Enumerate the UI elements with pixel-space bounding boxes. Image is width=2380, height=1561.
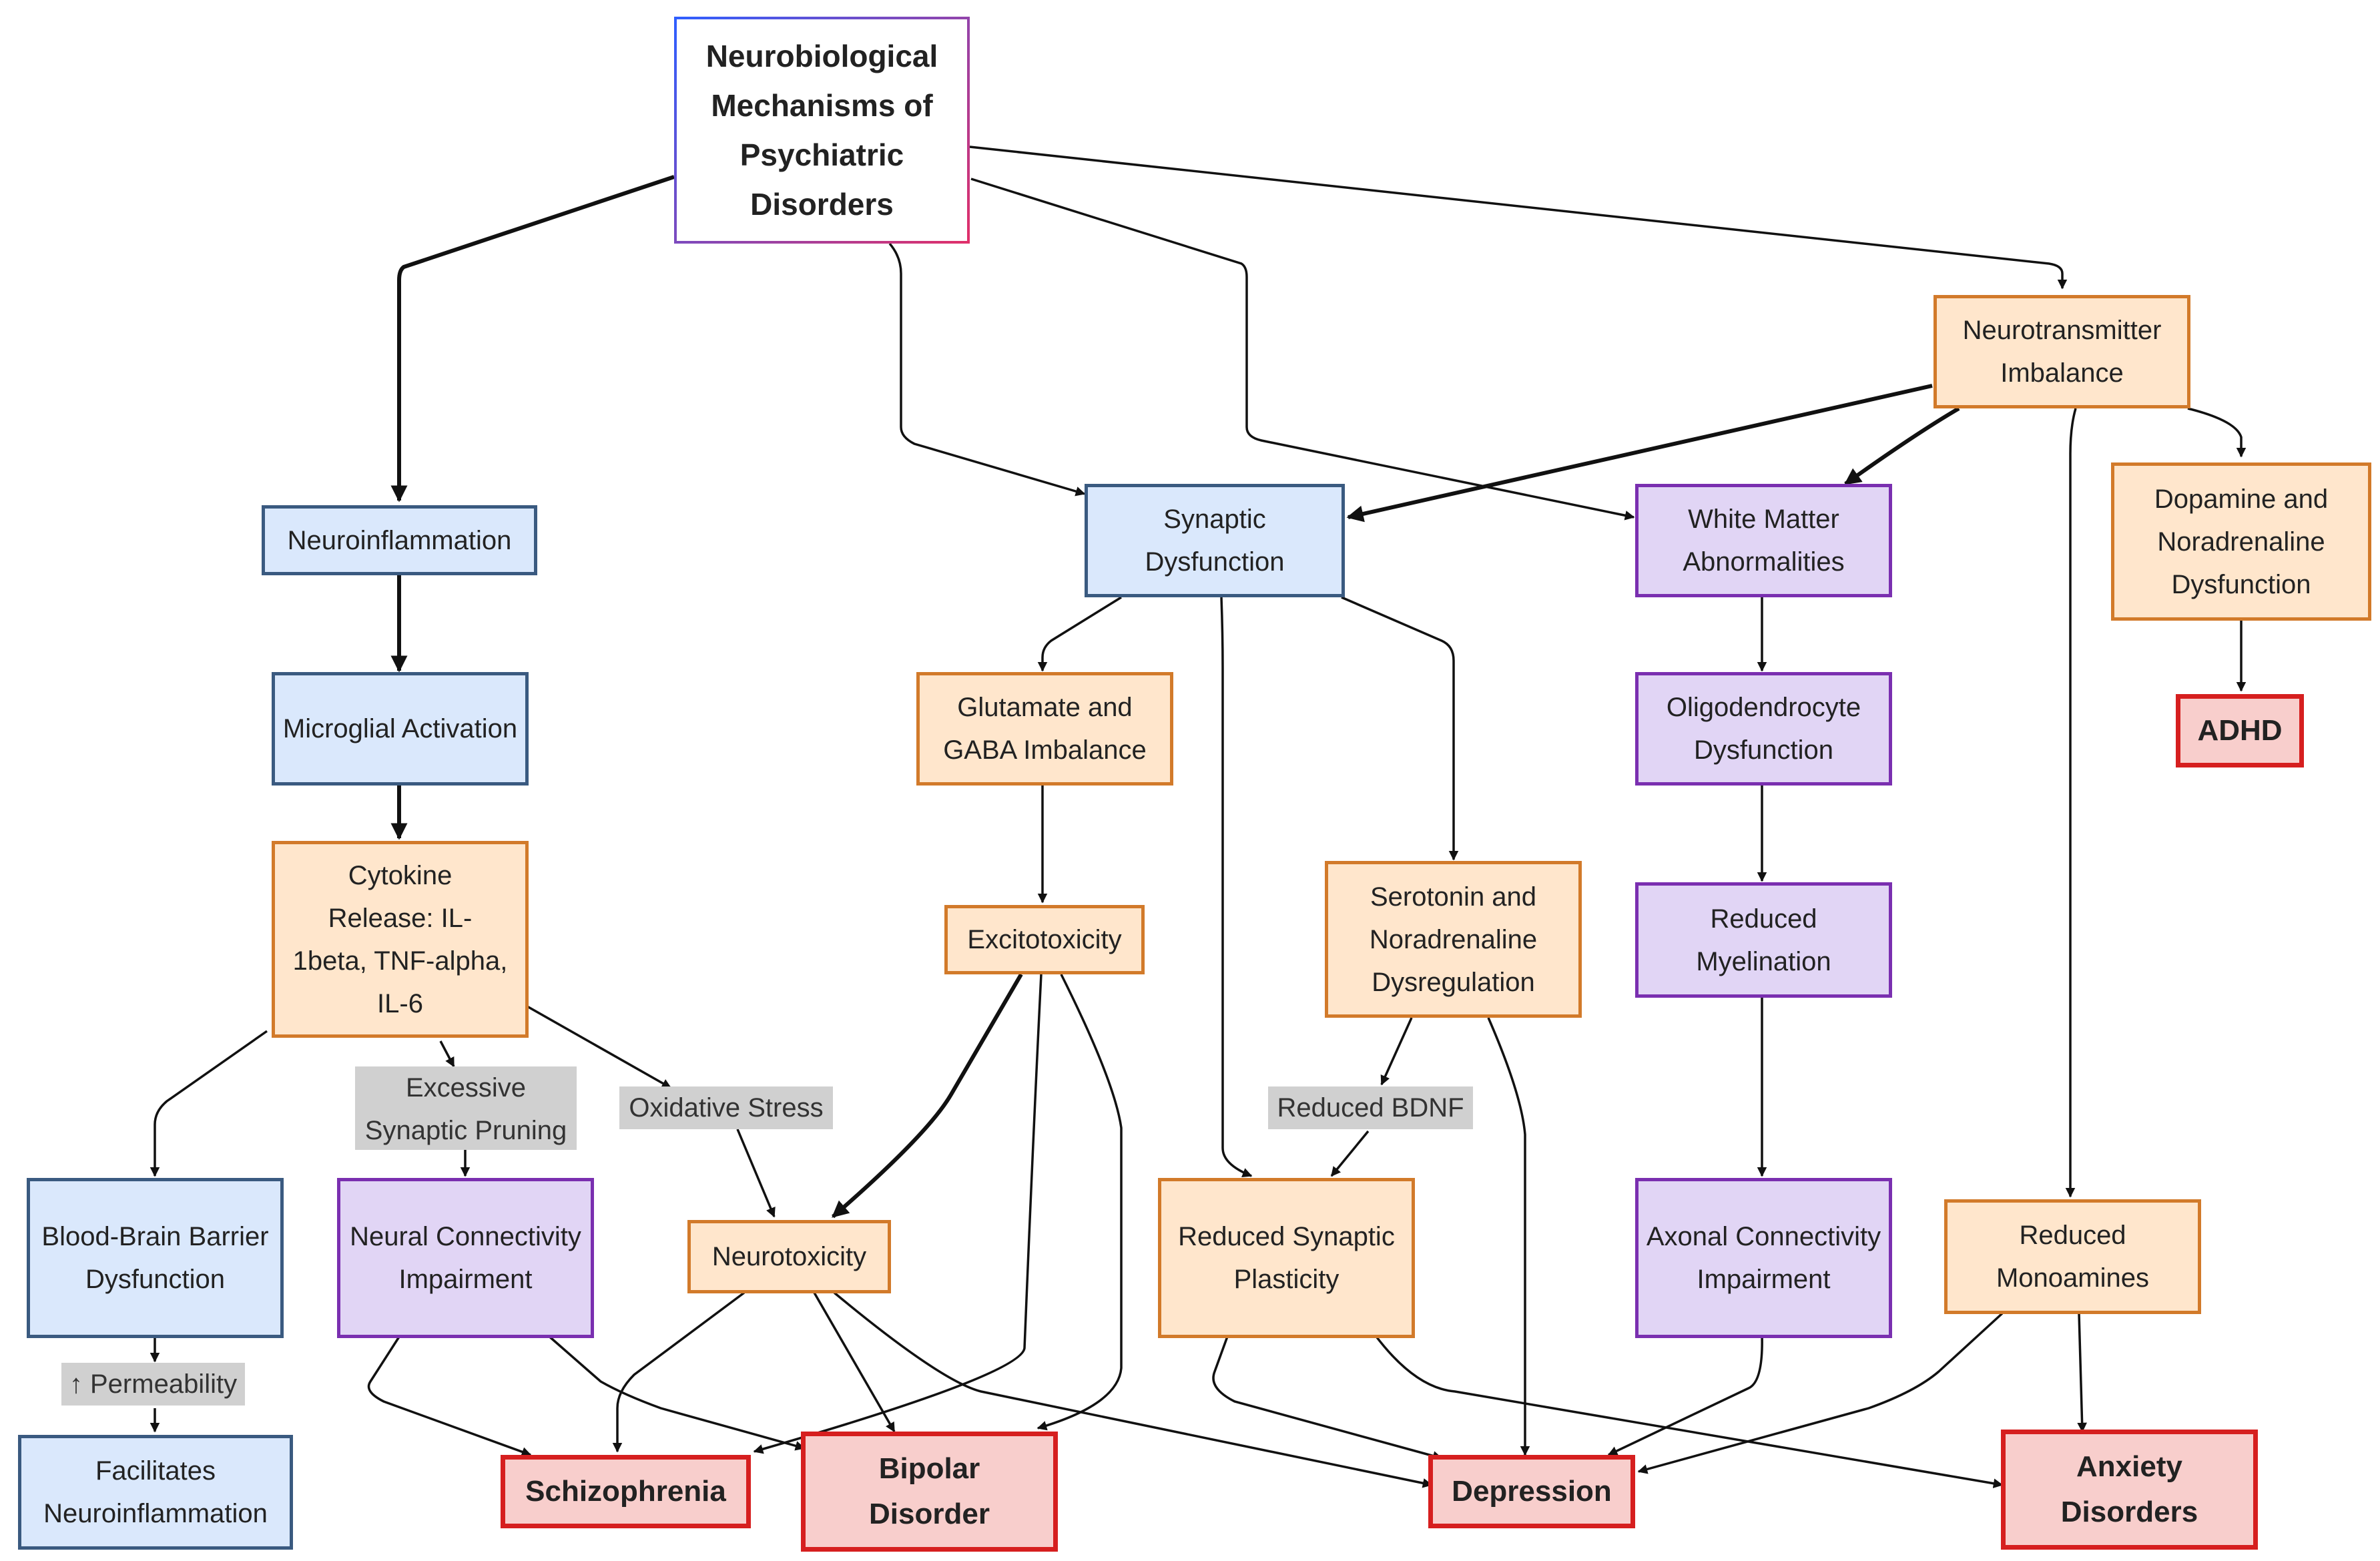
facilitates-neuroinflammation-node[interactable]: Facilitates Neuroinflammation [18, 1435, 293, 1550]
edge-cytokine-oxidative [527, 1005, 672, 1089]
edge-root-synaptic [888, 242, 1086, 497]
edge-neurotoxicity-schizophrenia [612, 1291, 746, 1453]
white-matter-node[interactable]: White Matter Abnormalities [1635, 484, 1892, 597]
edge-label-permeability: ↑ Permeability [61, 1363, 245, 1406]
depression-label: Depression [1452, 1475, 1612, 1508]
edge-neurotransmitter-synaptic [1346, 384, 1933, 523]
edge-neuralconn-bipolar [546, 1333, 806, 1451]
root-node[interactable]: Neurobiological Mechanisms of Psychiatri… [674, 17, 970, 244]
edge-synaptic-plasticity [1220, 597, 1253, 1177]
microglial-activation-label: Microglial Activation [282, 714, 518, 743]
neurotoxicity-node[interactable]: Neurotoxicity [687, 1220, 891, 1293]
oligodendrocyte-node[interactable]: Oligodendrocyte Dysfunction [1635, 672, 1892, 786]
edge-root-neuroinflammation [390, 175, 675, 503]
edge-cytokine-pruning [439, 1040, 455, 1068]
edge-axonal-depression [1607, 1334, 1763, 1456]
serotonin-noradrenaline-node[interactable]: Serotonin and Noradrenaline Dysregulatio… [1325, 861, 1582, 1018]
reduced-plasticity-node[interactable]: Reduced Synaptic Plasticity [1158, 1178, 1415, 1338]
edge-plasticity-anxiety [1374, 1333, 2004, 1489]
edge-neuralconn-schizophrenia [367, 1334, 532, 1457]
cytokine-release-label: Cytokine Release: IL-1beta, TNF-alpha, I… [292, 860, 508, 1018]
neuroinflammation-label: Neuroinflammation [287, 525, 512, 555]
oligodendrocyte-label: Oligodendrocyte Dysfunction [1666, 693, 1861, 765]
neurotoxicity-label: Neurotoxicity [711, 1242, 867, 1271]
edge-plasticity-depression [1212, 1334, 1443, 1461]
neuroinflammation-node[interactable]: Neuroinflammation [262, 505, 537, 575]
edge-neurotransmitter-whitematter [1843, 406, 1960, 486]
neurotransmitter-imbalance-label: Neurotransmitter Imbalance [1962, 316, 2162, 388]
excitotoxicity-label: Excitotoxicity [967, 925, 1122, 954]
anxiety-node[interactable]: Anxiety Disorders [2001, 1430, 2258, 1550]
axonal-connectivity-label: Axonal Connectivity Impairment [1646, 1222, 1881, 1294]
glutamate-gaba-label: Glutamate and GABA Imbalance [943, 693, 1147, 765]
neural-connectivity-label: Neural Connectivity Impairment [350, 1222, 581, 1294]
axonal-connectivity-node[interactable]: Axonal Connectivity Impairment [1635, 1178, 1892, 1338]
edge-excitotoxicity-bipolar [1036, 974, 1123, 1431]
edge-monoamines-depression [1637, 1312, 2004, 1474]
adhd-node[interactable]: ADHD [2176, 694, 2304, 767]
bbb-dysfunction-node[interactable]: Blood-Brain Barrier Dysfunction [27, 1178, 284, 1338]
edge-root-whitematter [970, 178, 1635, 521]
microglial-activation-node[interactable]: Microglial Activation [272, 672, 529, 786]
bipolar-label: Bipolar Disorder [869, 1452, 990, 1530]
dopamine-noradrenaline-label: Dopamine and Noradrenaline Dysfunction [2154, 484, 2329, 599]
edge-serotonin-depression [1487, 1017, 1530, 1456]
depression-node[interactable]: Depression [1428, 1455, 1635, 1528]
edge-bdnf-plasticity [1330, 1130, 1370, 1177]
adhd-label: ADHD [2197, 714, 2283, 747]
synaptic-dysfunction-node[interactable]: Synaptic Dysfunction [1085, 484, 1345, 597]
edge-monoamines-anxiety [2077, 1313, 2087, 1433]
edge-excitotoxicity-schizophrenia [753, 974, 1043, 1454]
edge-neurotransmitter-dopamine [2187, 407, 2247, 458]
edge-excitotoxicity-neurotoxicity [832, 973, 1023, 1219]
white-matter-label: White Matter Abnormalities [1683, 505, 1845, 577]
serotonin-noradrenaline-label: Serotonin and Noradrenaline Dysregulatio… [1369, 882, 1538, 997]
reduced-plasticity-label: Reduced Synaptic Plasticity [1178, 1222, 1395, 1294]
reduced-myelination-node[interactable]: Reduced Myelination [1635, 882, 1892, 998]
dopamine-noradrenaline-node[interactable]: Dopamine and Noradrenaline Dysfunction [2111, 462, 2371, 621]
edge-root-neurotransmitter [969, 145, 2068, 290]
reduced-monoamines-label: Reduced Monoamines [1996, 1221, 2149, 1293]
reduced-myelination-label: Reduced Myelination [1696, 904, 1831, 976]
reduced-monoamines-node[interactable]: Reduced Monoamines [1944, 1199, 2201, 1314]
schizophrenia-label: Schizophrenia [525, 1475, 726, 1508]
edge-synaptic-serotonin [1341, 596, 1459, 861]
neurotransmitter-imbalance-node[interactable]: Neurotransmitter Imbalance [1933, 295, 2190, 408]
edge-neurotoxicity-depression [833, 1291, 1433, 1488]
synaptic-dysfunction-label: Synaptic Dysfunction [1145, 505, 1285, 577]
edge-label-bdnf: Reduced BDNF [1268, 1086, 1473, 1129]
edge-cytokine-bbb [150, 1030, 268, 1177]
anxiety-label: Anxiety Disorders [2060, 1450, 2198, 1528]
edge-neurotransmitter-monoamines [2065, 408, 2077, 1198]
edge-label-pruning: Excessive Synaptic Pruning [355, 1066, 577, 1150]
edge-label-oxidative: Oxidative Stress [619, 1086, 833, 1129]
facilitates-neuroinflammation-label: Facilitates Neuroinflammation [43, 1456, 268, 1528]
cytokine-release-node[interactable]: Cytokine Release: IL-1beta, TNF-alpha, I… [272, 841, 529, 1038]
edge-serotonin-bdnf [1380, 1017, 1413, 1086]
neural-connectivity-node[interactable]: Neural Connectivity Impairment [337, 1178, 594, 1338]
edge-neurotoxicity-bipolar [813, 1292, 896, 1433]
schizophrenia-node[interactable]: Schizophrenia [501, 1455, 751, 1528]
root-node-label: Neurobiological Mechanisms of Psychiatri… [705, 39, 938, 222]
bbb-dysfunction-label: Blood-Brain Barrier Dysfunction [41, 1222, 269, 1294]
edge-oxidative-neurotoxicity [736, 1129, 776, 1218]
bipolar-node[interactable]: Bipolar Disorder [801, 1432, 1058, 1552]
excitotoxicity-node[interactable]: Excitotoxicity [944, 905, 1145, 974]
glutamate-gaba-node[interactable]: Glutamate and GABA Imbalance [916, 672, 1173, 786]
edge-synaptic-glutamate [1037, 596, 1122, 672]
